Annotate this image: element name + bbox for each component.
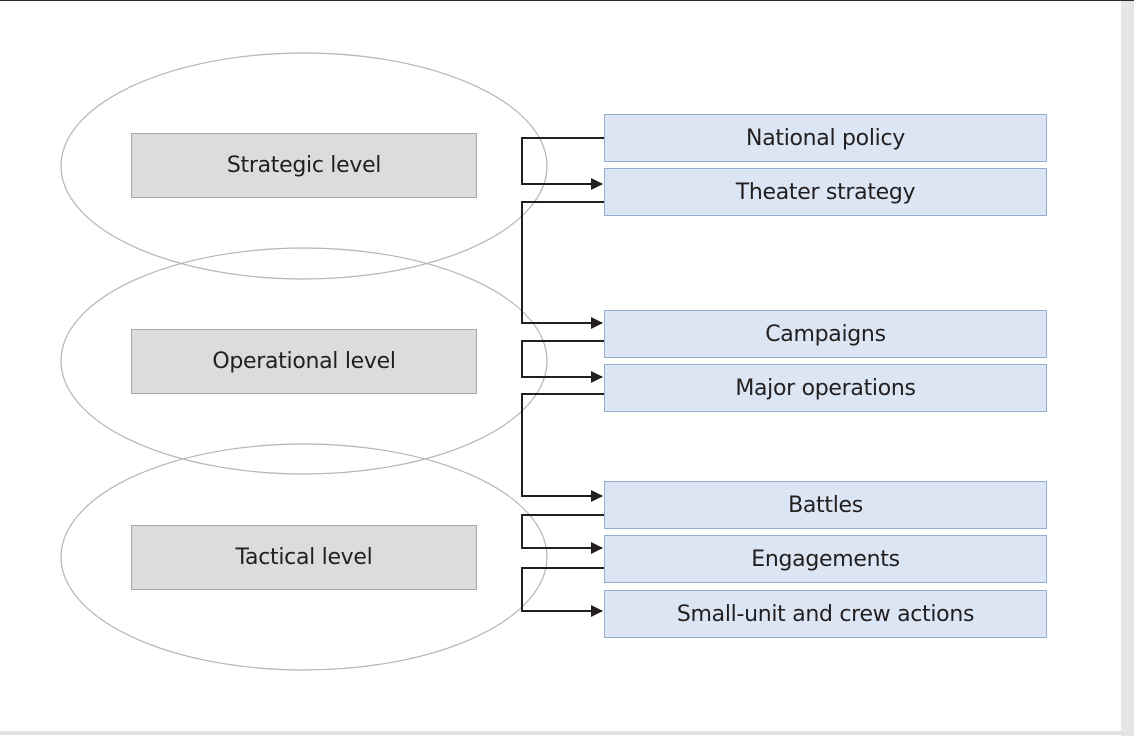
bottom-edge-strip — [0, 731, 1134, 735]
item-label-small-unit-actions: Small-unit and crew actions — [676, 601, 975, 627]
item-label-engagements: Engagements — [751, 546, 900, 572]
connector-theater-to-campaigns — [521, 201, 604, 329]
item-box-national-policy: National policy — [604, 114, 1047, 162]
item-label-major-operations: Major operations — [735, 375, 916, 401]
connector-major-operations-to-battles — [521, 393, 604, 502]
item-box-theater-strategy: Theater strategy — [604, 168, 1047, 216]
item-label-theater-strategy: Theater strategy — [735, 179, 916, 205]
item-box-battles: Battles — [604, 481, 1047, 529]
level-label-tactical: Tactical level — [235, 545, 373, 570]
level-label-strategic: Strategic level — [226, 153, 382, 178]
level-label-operational: Operational level — [212, 349, 396, 374]
level-box-operational: Operational level — [131, 329, 477, 394]
item-box-major-operations: Major operations — [604, 364, 1047, 412]
item-box-small-unit-actions: Small-unit and crew actions — [604, 590, 1047, 638]
connector-battles-to-engagements — [521, 514, 604, 554]
connector-campaigns-to-major-operations — [521, 340, 604, 383]
operational-ellipse — [60, 247, 548, 475]
level-box-tactical: Tactical level — [131, 525, 477, 590]
strategic-ellipse — [60, 52, 548, 280]
connector-engagements-to-small-unit — [521, 567, 604, 617]
item-label-national-policy: National policy — [746, 125, 905, 151]
item-box-campaigns: Campaigns — [604, 310, 1047, 358]
level-box-strategic: Strategic level — [131, 133, 477, 198]
item-label-battles: Battles — [788, 492, 863, 518]
right-edge-strip — [1121, 1, 1134, 736]
item-label-campaigns: Campaigns — [765, 321, 886, 347]
item-box-engagements: Engagements — [604, 535, 1047, 583]
connectors — [521, 137, 604, 617]
tactical-ellipse — [60, 443, 548, 671]
connector-national-to-theater — [521, 137, 604, 190]
